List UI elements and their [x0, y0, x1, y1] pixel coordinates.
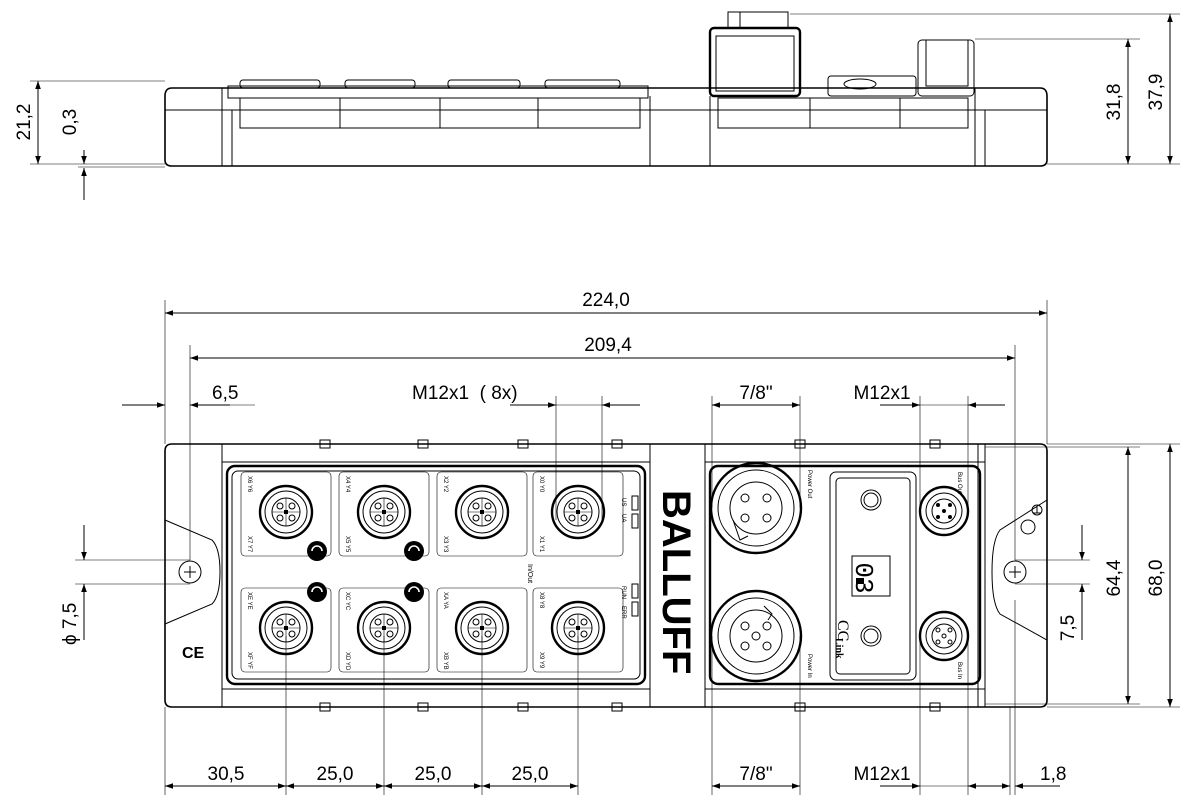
pitch-1-label: 25,0	[317, 764, 354, 785]
edge-right-label: 1,8	[1040, 764, 1066, 785]
port-label: XE YE	[246, 592, 252, 610]
side-dimensions: 21,2 0,3 31,8 37,9	[14, 13, 1180, 200]
mounting-hole-left	[178, 560, 202, 584]
bus-in-label: Bus In	[956, 662, 962, 679]
port-label: X6 Y6	[246, 476, 252, 493]
io-port-top-1: X6 Y6 X7 Y7	[240, 471, 332, 557]
hole-diameter-label: ϕ 7,5	[60, 603, 81, 645]
width-total-label: 68,0	[1146, 560, 1167, 597]
port-label: XD YD	[344, 652, 350, 671]
port-label: X0 Y0	[538, 476, 544, 493]
display-panel: 03 CC Link	[829, 471, 917, 681]
cc-link-logo: Link	[833, 638, 844, 659]
io-ports: X6 Y6 X7 Y7 X4 Y4 X5 Y5 X2 Y2 X3 Y3 X0 Y0 X1 Y1…	[240, 471, 624, 673]
power-out-label: Power Out	[806, 470, 812, 499]
port-label: X8 Y8	[538, 592, 544, 609]
pitch-first-label: 30,5	[208, 764, 245, 785]
port-label: X9 Y9	[538, 652, 544, 669]
power-top-label: 7/8"	[739, 383, 772, 404]
io-port-top-4: X0 Y0 X1 Y1	[532, 471, 624, 557]
power-out-connector	[709, 461, 803, 555]
address-switch-4	[404, 582, 424, 602]
address-switch-2	[404, 541, 424, 561]
hole-spacing-label: 209,4	[584, 335, 632, 356]
top-view: CE BALLUFF In/Out US UA RUN ERR X6 Y6X7 …	[164, 439, 1048, 712]
side-gap-label: 0,3	[60, 109, 81, 135]
side-height-total-label: 37,9	[1146, 74, 1167, 111]
bus-out-label: Bus Out	[956, 472, 962, 494]
width-inner-label: 64,4	[1104, 559, 1125, 596]
brand-logo: BALLUFF	[654, 490, 698, 674]
port-label: X1 Y1	[538, 536, 544, 553]
power-in-connector	[709, 589, 803, 683]
port-label: XF YF	[246, 652, 252, 669]
address-switch-3	[307, 582, 327, 602]
bus-in-connector	[918, 610, 970, 662]
bus-panel	[708, 464, 982, 686]
side-view	[164, 11, 1048, 167]
port-label: X2 Y2	[442, 476, 448, 493]
bus-out-connector	[918, 485, 970, 537]
top-dimensions: 224,0 209,4 6,5 M12x1 ( 8x) 7/8" M12x1	[60, 290, 1180, 795]
power-bottom-label: 7/8"	[739, 764, 772, 785]
pitch-2-label: 25,0	[415, 764, 452, 785]
port-label: X4 Y4	[344, 476, 350, 493]
ce-mark: CE	[182, 645, 205, 662]
total-length-label: 224,0	[582, 290, 630, 311]
m12-ports-label: M12x1 ( 8x)	[412, 383, 518, 404]
port-label: XB YB	[442, 652, 448, 670]
hole-y-label: 7,5	[1058, 615, 1079, 641]
io-panel	[225, 464, 647, 686]
display-value: 03	[848, 562, 878, 593]
port-label: X3 Y3	[442, 536, 448, 553]
port-label: XA YA	[442, 592, 448, 609]
power-in-label: Power In	[806, 654, 812, 678]
io-port-top-3: X2 Y2 X3 Y3	[436, 471, 528, 557]
cc-logo: CC	[834, 620, 851, 641]
port-label: X7 Y7	[246, 536, 252, 553]
side-height-base-label: 21,2	[14, 104, 35, 141]
hole-offset-label: 6,5	[212, 383, 238, 404]
port-label: X5 Y5	[344, 536, 350, 553]
pitch-3-label: 25,0	[512, 764, 549, 785]
io-port-top-2: X4 Y4 X5 Y5	[338, 471, 430, 557]
address-switch-1	[307, 541, 327, 561]
housing-notches	[319, 439, 941, 712]
inout-label: In/Out	[526, 564, 533, 583]
bus-bottom-label: M12x1	[853, 764, 910, 785]
mounting-hole-right	[1003, 560, 1027, 584]
ground-icon	[1020, 504, 1043, 535]
side-height-connector-label: 31,8	[1104, 84, 1125, 121]
port-label: XC YC	[344, 592, 350, 611]
bus-top-label: M12x1	[853, 383, 910, 404]
